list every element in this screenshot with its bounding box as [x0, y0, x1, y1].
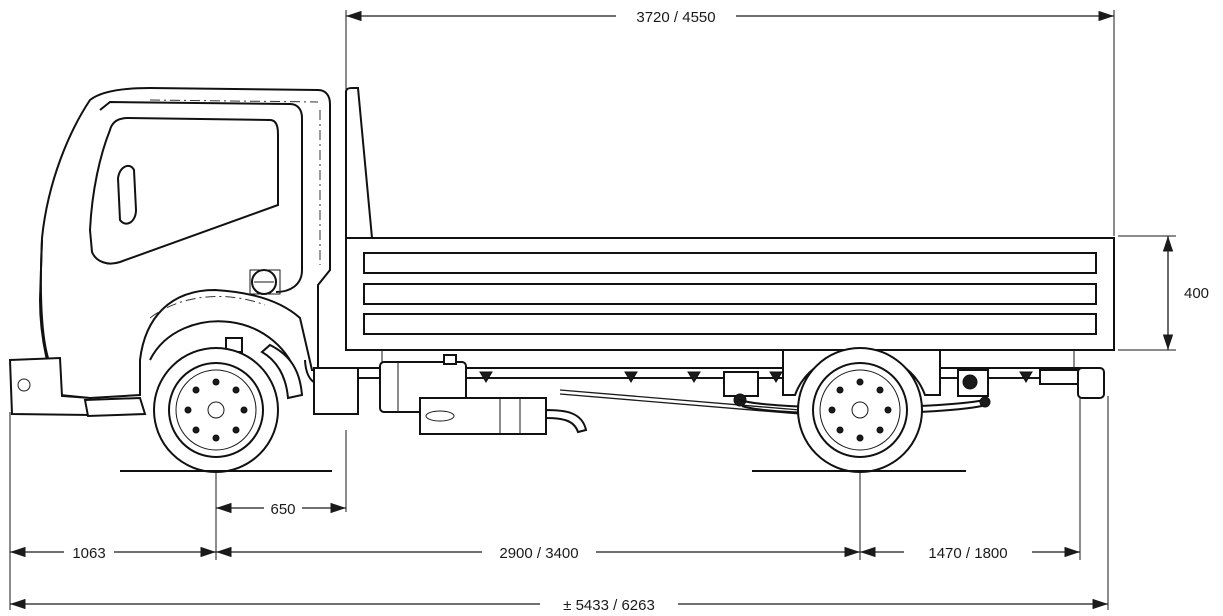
cargo-body — [345, 237, 1115, 396]
body-mounts — [479, 371, 1033, 383]
rear-overhang-label: 1470 / 1800 — [928, 545, 1007, 562]
headboard — [345, 87, 374, 239]
truck-illustration — [8, 86, 1115, 473]
fuel-tank — [313, 354, 588, 435]
dimension-lines — [9, 10, 1176, 610]
side-mirror-icon — [116, 164, 138, 225]
front-bumper — [8, 356, 91, 417]
overall-length-label: ± 5433 / 6263 — [563, 597, 655, 614]
front-overhang-label: 1063 — [72, 545, 105, 562]
rear-wheel — [797, 347, 923, 473]
dimension-labels: 3720 / 4550 400 650 1063 2900 / 3400 147… — [72, 9, 1209, 614]
side-height-label: 400 — [1184, 285, 1209, 302]
wheelbase-label: 2900 / 3400 — [499, 545, 578, 562]
front-wheel — [153, 347, 279, 473]
body-length-label: 3720 / 4550 — [636, 9, 715, 26]
cab — [8, 86, 331, 418]
cab-to-body-label: 650 — [270, 501, 295, 518]
